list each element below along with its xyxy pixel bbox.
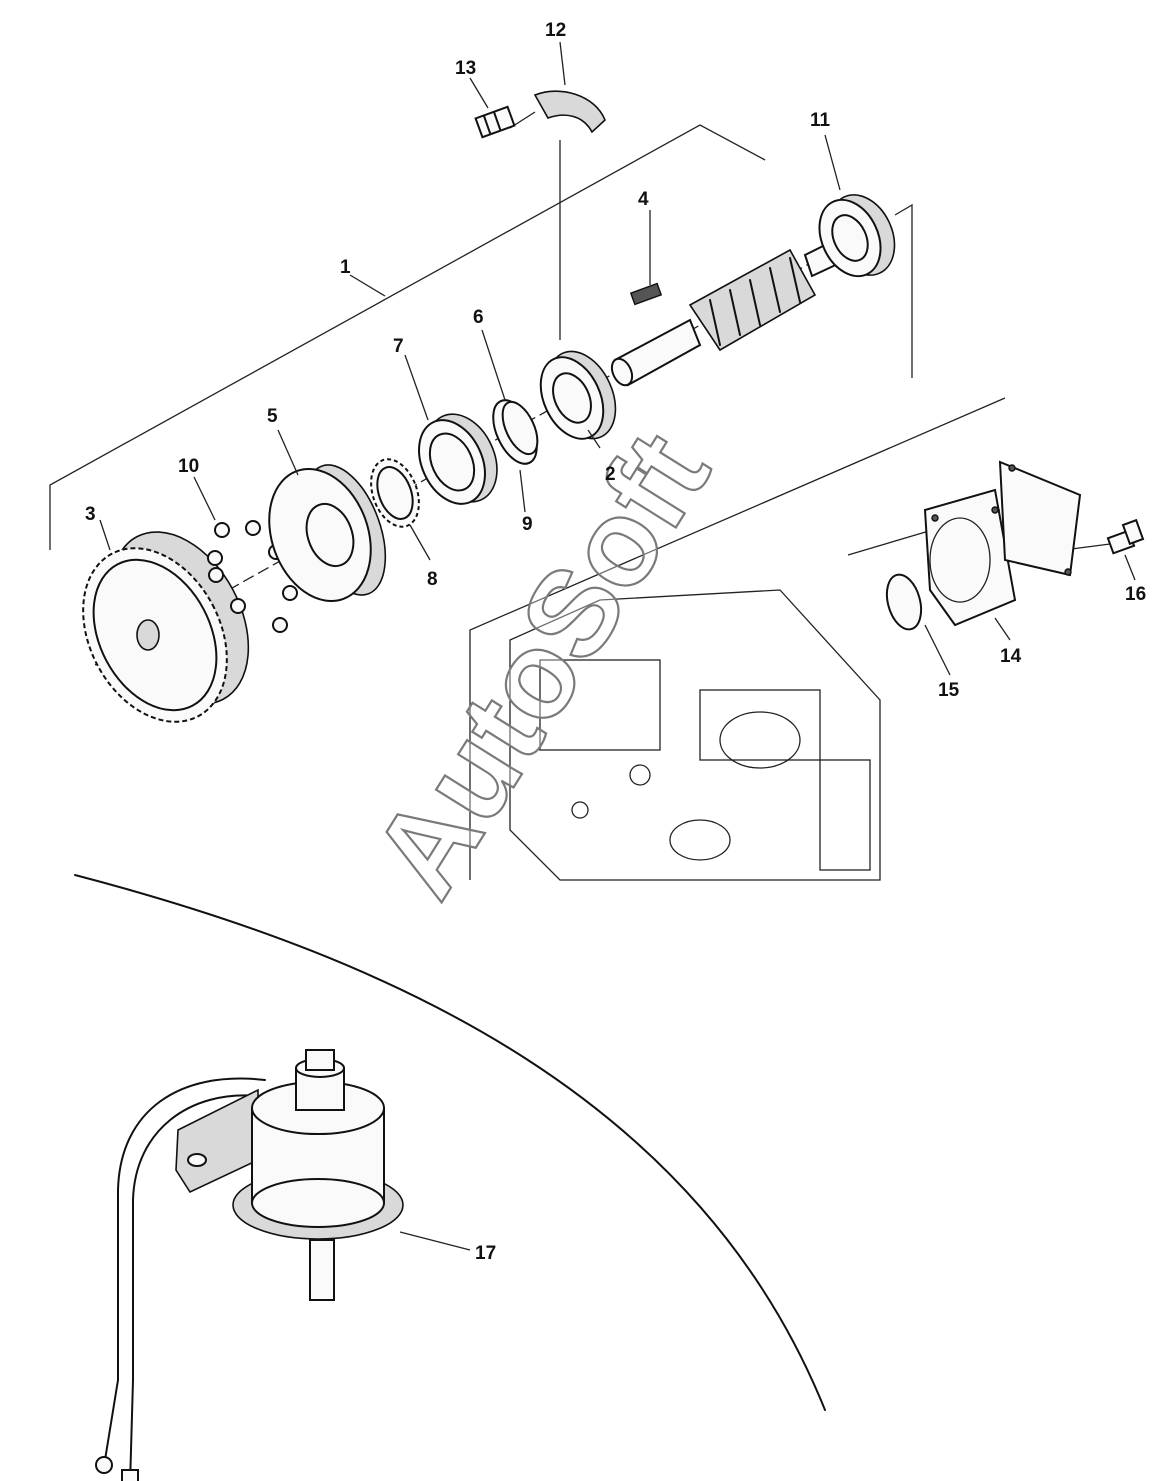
callout-9: 9 — [522, 514, 533, 535]
bearing-part-7 — [418, 413, 498, 505]
callout-13: 13 — [455, 58, 476, 79]
snap-ring-part-9 — [492, 399, 539, 465]
balls-part-10 — [207, 520, 298, 633]
fuel-pump-part-17 — [95, 1049, 471, 1481]
gear-part-3 — [82, 531, 250, 723]
engine-bracket — [469, 397, 1006, 880]
worm-shaft — [610, 238, 844, 387]
circlip-part-15 — [885, 573, 923, 631]
callout-10: 10 — [178, 456, 199, 477]
key-part-4 — [629, 282, 663, 306]
bolt-part-16 — [1106, 518, 1145, 555]
engine-block — [509, 589, 881, 881]
callout-8: 8 — [427, 569, 438, 590]
callout-15: 15 — [938, 680, 960, 701]
assembly-bracket — [49, 124, 913, 550]
callout-14: 14 — [1000, 646, 1022, 667]
callout-16: 16 — [1125, 584, 1146, 605]
cover-part-14 — [923, 460, 1082, 627]
callout-1: 1 — [340, 257, 351, 278]
fitting-part-13 — [474, 105, 516, 139]
leader-lines — [99, 41, 1136, 676]
callout-6: 6 — [473, 307, 484, 328]
callout-3: 3 — [85, 504, 96, 525]
callout-5: 5 — [267, 406, 278, 427]
callout-17: 17 — [475, 1243, 496, 1264]
callout-7: 7 — [393, 336, 404, 357]
callout-4: 4 — [638, 189, 649, 210]
bearing-part-11 — [818, 194, 896, 278]
bearing-part-2 — [539, 350, 617, 440]
ring-part-8 — [370, 458, 420, 528]
divider-curve — [74, 874, 826, 1411]
elbow-part-12 — [533, 90, 606, 134]
callout-12: 12 — [545, 20, 566, 41]
plate-part-5 — [268, 464, 387, 602]
callout-11: 11 — [810, 110, 831, 131]
callout-2: 2 — [605, 464, 616, 485]
